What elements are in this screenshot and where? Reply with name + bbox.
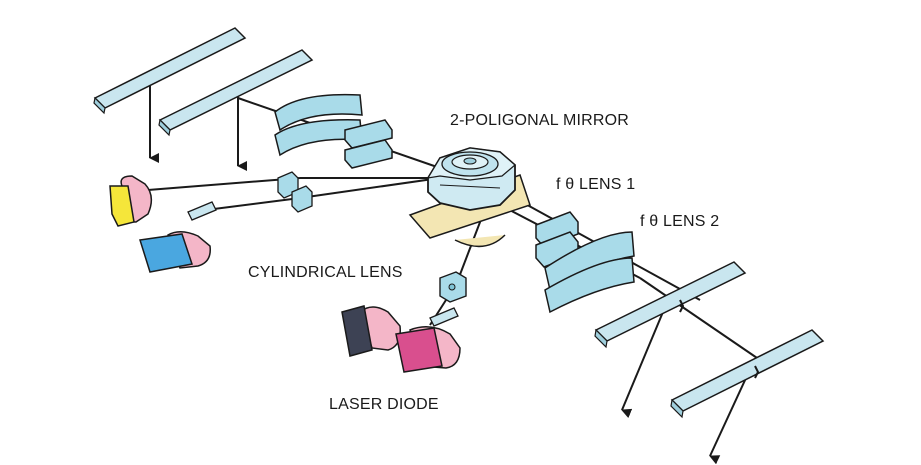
f-theta-lens-2-label: f θ LENS 2 <box>640 213 720 230</box>
bottom-pickup-mirror <box>429 307 459 327</box>
left-small-lens-pair <box>344 119 393 169</box>
right-fold-mirror-2 <box>670 329 825 419</box>
left-f-theta-lens-pair <box>274 93 363 157</box>
f-theta-lens-2 <box>544 231 635 314</box>
polygonal-mirror <box>426 147 516 211</box>
laser-diode-dark <box>341 305 401 357</box>
cylindrical-lens-label: CYLINDRICAL LENS <box>248 264 403 281</box>
left-fold-mirror-1 <box>93 27 247 115</box>
laser-diode-blue <box>139 231 211 273</box>
polygonal-mirror-label: 2-POLIGONAL MIRROR <box>450 112 630 129</box>
laser-diode-label: LASER DIODE <box>329 396 439 413</box>
cylindrical-lens <box>439 271 467 303</box>
left-pickup-mirror <box>187 201 217 221</box>
f-theta-lens-1-label: f θ LENS 1 <box>556 176 636 193</box>
left-cylindrical-lens-b <box>291 185 313 213</box>
right-fold-mirror-1 <box>594 261 747 349</box>
left-fold-mirror-2 <box>158 49 314 137</box>
laser-diode-yellow <box>109 175 153 227</box>
laser-diode-magenta <box>395 326 461 373</box>
